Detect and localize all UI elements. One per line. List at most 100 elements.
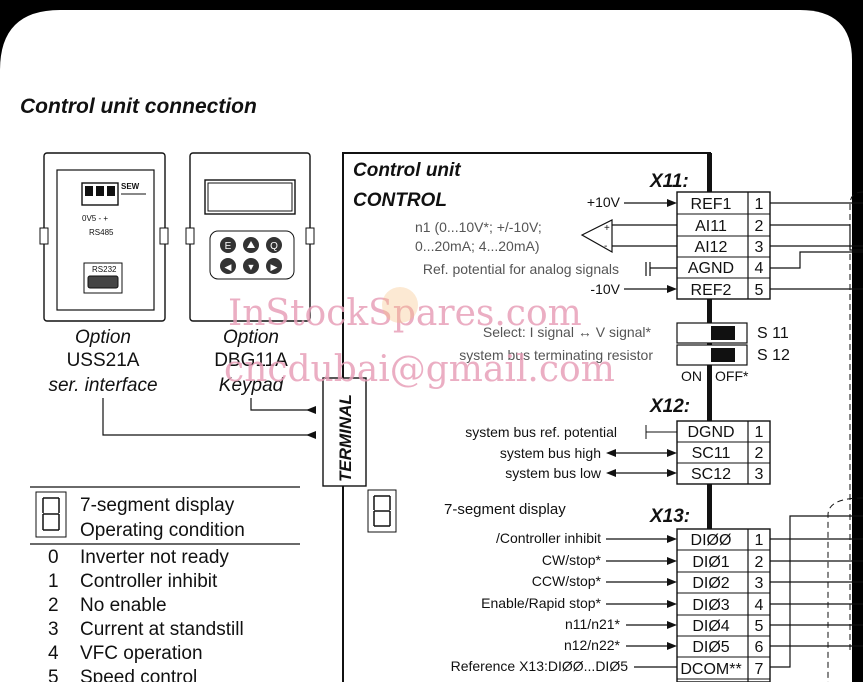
x13-num-1: 1 — [755, 532, 764, 549]
x11-header: X11: — [649, 171, 689, 192]
uss-pin-labels: 0V5 - + — [82, 214, 108, 223]
legend-text-3: Current at standstill — [80, 619, 244, 640]
uss-rs232-label: RS232 — [92, 265, 117, 274]
dbg-desc-label: Keypad — [219, 375, 285, 396]
x12-num-2: 2 — [755, 445, 764, 462]
legend-code-4: 4 — [48, 643, 59, 664]
x11-ref1-desc: +10V — [587, 194, 621, 210]
x11-ai12: AI12 — [695, 239, 728, 256]
x13-num-3: 3 — [755, 575, 764, 592]
x13-num-5: 5 — [755, 618, 764, 635]
legend-head-display: 7-segment display — [80, 495, 235, 516]
key-left-icon — [220, 258, 236, 274]
legend-code-5: 5 — [48, 667, 59, 682]
watermark-line-2: cncdubai@gmail.com — [224, 349, 615, 390]
key-down-icon — [243, 258, 259, 274]
x12-terminals — [676, 420, 771, 485]
x12-sc12-desc: system bus low — [505, 465, 602, 481]
key-e-label: E — [225, 241, 232, 252]
x12-sc12: SC12 — [691, 466, 731, 483]
dbg-option-label: Option — [223, 327, 279, 348]
page-title: Control unit connection — [20, 95, 257, 118]
status-legend — [30, 486, 300, 545]
dbg-model-label: DBG11A — [214, 350, 288, 371]
x11-ref1: REF1 — [691, 196, 732, 213]
x11-num-5: 5 — [755, 282, 764, 299]
switch-on-label: ON — [681, 368, 702, 384]
watermark-line-1: InStockSpares.com — [228, 293, 582, 334]
uss21a-module: SEW 0V5 - + RS485 RS232 — [39, 152, 169, 322]
uss-model-label: USS21A — [67, 350, 140, 371]
x13-header: X13: — [649, 506, 690, 527]
legend-code-2: 2 — [48, 595, 59, 616]
uss-rs485-label: RS485 — [89, 228, 114, 237]
legend-text-0: Inverter not ready — [80, 547, 229, 568]
seven-segment-icon — [367, 489, 397, 533]
x11-n1-desc: n1 (0...10V*; +/-10V; — [415, 219, 542, 235]
x12-num-3: 3 — [755, 466, 764, 483]
key-e-icon — [220, 237, 236, 253]
x13-di01: DIØ1 — [692, 554, 729, 571]
x13-di05-desc: n12/n22* — [564, 637, 621, 653]
uss-option-label: Option — [75, 327, 131, 348]
control-unit-subtitle: CONTROL — [353, 190, 447, 211]
key-down-label: ▼ — [247, 262, 256, 272]
x13-num-7: 7 — [755, 661, 764, 678]
legend-text-1: Controller inhibit — [80, 571, 218, 592]
x11-num-1: 1 — [755, 196, 764, 213]
svg-text:+: + — [604, 223, 610, 234]
svg-text:-: - — [604, 241, 607, 252]
key-q-icon — [266, 237, 282, 253]
x12-dgnd: DGND — [687, 424, 734, 441]
terminal-label: TERMINAL — [336, 394, 355, 482]
key-q-label: Q — [270, 241, 278, 252]
x13-di02: DIØ2 — [692, 575, 729, 592]
legend-text-5: Speed control — [80, 667, 197, 682]
opamp-icon — [580, 219, 613, 254]
key-left-label: ◀ — [225, 262, 232, 272]
x13-di04-desc: n11/n21* — [565, 616, 621, 632]
x11-num-3: 3 — [755, 239, 764, 256]
x11-range-desc: 0...20mA; 4...20mA) — [415, 238, 540, 254]
key-right-icon — [266, 258, 282, 274]
x13-di00-desc: /Controller inhibit — [496, 530, 601, 546]
x13-num-4: 4 — [755, 597, 764, 614]
x12-sc11: SC11 — [692, 445, 731, 462]
x13-dcom-desc: Reference X13:DIØØ...DIØ5 — [451, 658, 629, 674]
s11-label: S 11 — [757, 325, 789, 342]
watermark-logo-icon — [382, 287, 418, 323]
x11-ai11: AI11 — [695, 218, 727, 235]
x13-num-6: 6 — [755, 639, 764, 656]
s12-label: S 12 — [757, 347, 790, 364]
x12-dgnd-desc: system bus ref. potential — [465, 424, 617, 440]
x12-sc11-desc: system bus high — [500, 445, 601, 461]
s11-desc: Select: I signal ↔ V signal* — [483, 324, 652, 340]
x11-num-4: 4 — [755, 260, 764, 277]
terminal-slot — [322, 377, 367, 487]
control-unit-box — [342, 152, 711, 682]
dbg-connection-line — [250, 398, 312, 411]
x11-agnd-desc: Ref. potential for analog signals — [423, 261, 619, 277]
dbg11a-keypad: E Q ◀ ▼ ▶ — [185, 152, 315, 322]
x13-di01-desc: CW/stop* — [542, 552, 602, 568]
switch-off-label: OFF* — [715, 368, 749, 384]
x13-dcom: DCOM** — [680, 661, 741, 678]
legend-code-1: 1 — [48, 571, 59, 592]
x11-ref2: REF2 — [691, 282, 732, 299]
x13-di03-desc: Enable/Rapid stop* — [481, 595, 601, 611]
x13-di04: DIØ4 — [692, 618, 729, 635]
x13-di03: DIØ3 — [692, 597, 729, 614]
uss-connection-line — [102, 398, 312, 436]
legend-head-condition: Operating condition — [80, 520, 245, 541]
legend-segment-icon — [42, 497, 60, 531]
x13-terminals — [676, 528, 771, 682]
x11-agnd: AGND — [688, 260, 734, 277]
x13-di05: DIØ5 — [692, 639, 729, 656]
legend-text-4: VFC operation — [80, 643, 203, 664]
x11-ref2-desc: -10V — [590, 281, 620, 297]
key-right-label: ▶ — [271, 262, 278, 272]
legend-code-0: 0 — [48, 547, 59, 568]
x12-header: X12: — [649, 396, 690, 417]
